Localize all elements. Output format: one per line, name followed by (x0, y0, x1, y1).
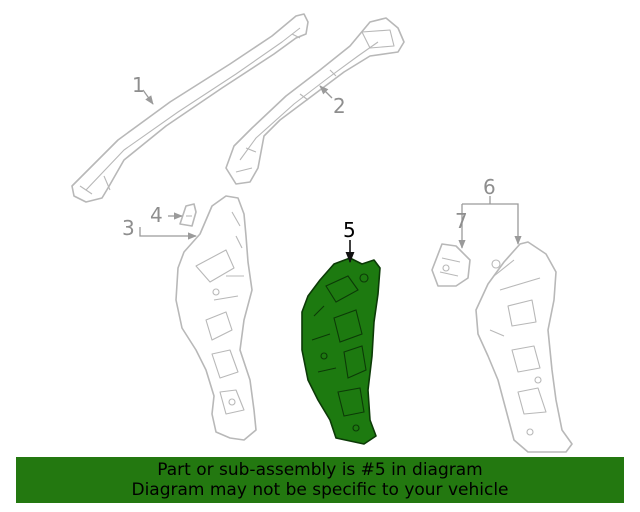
part-3-left-pillar[interactable] (175, 195, 257, 441)
part-5-inner-pillar-highlighted[interactable] (301, 257, 381, 445)
banner-line-part-number: Part or sub-assembly is #5 in diagram (157, 460, 483, 480)
callout-4[interactable]: 4 (150, 203, 163, 227)
callout-2[interactable]: 2 (333, 94, 346, 118)
part-1-roof-rail[interactable] (71, 13, 309, 203)
banner-line-disclaimer: Diagram may not be specific to your vehi… (131, 480, 509, 500)
disclaimer-banner: Part or sub-assembly is #5 in diagram Di… (16, 457, 624, 503)
callout-6[interactable]: 6 (483, 175, 496, 199)
leader-2 (319, 85, 333, 99)
callout-7[interactable]: 7 (455, 209, 468, 233)
part-4-bracket[interactable] (179, 203, 197, 227)
part-2-inner-rail[interactable] (225, 17, 405, 185)
part-7-bracket[interactable] (431, 243, 471, 287)
leader-3 (139, 227, 197, 240)
callout-3[interactable]: 3 (122, 216, 135, 240)
callout-5[interactable]: 5 (343, 218, 356, 242)
leader-1 (142, 89, 154, 105)
part-6-right-pillar[interactable] (475, 241, 573, 453)
callout-1[interactable]: 1 (132, 73, 145, 97)
leader-6a (462, 203, 522, 245)
